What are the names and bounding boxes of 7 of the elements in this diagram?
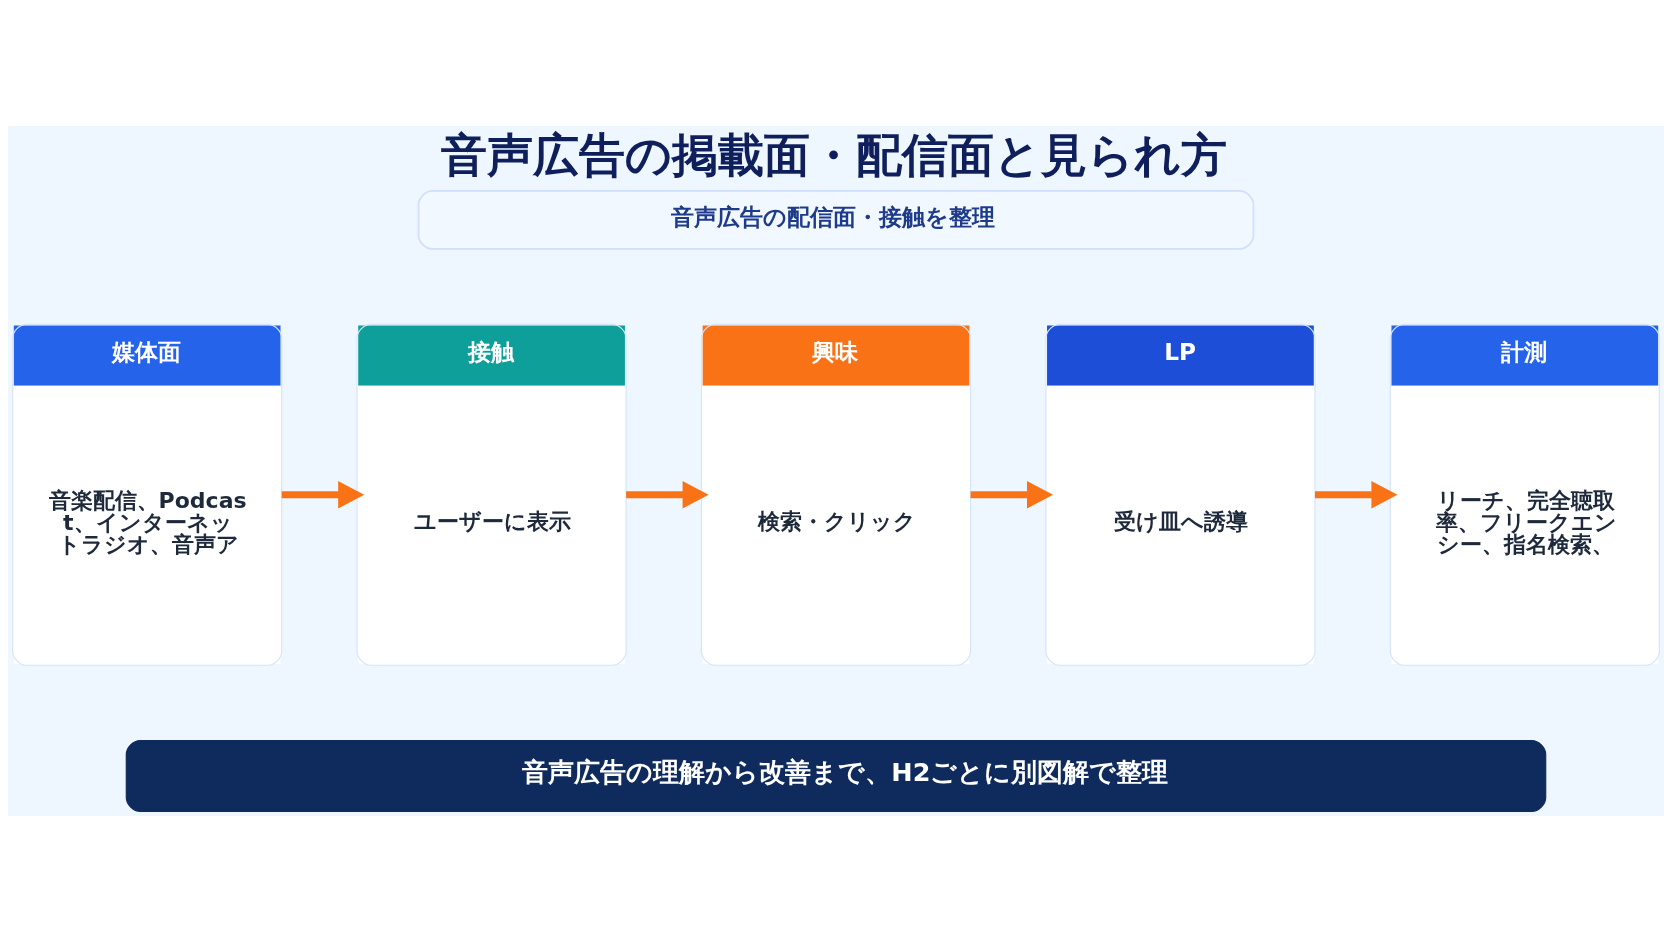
node-box: 音声広告の理解から改善まで、H2ごとに別図解で整理 — [125, 739, 1547, 812]
node-box: 音声広告の配信面・接触を整理 — [417, 189, 1255, 250]
arrow — [970, 480, 1054, 508]
arrow — [1314, 480, 1398, 508]
arrow — [281, 480, 365, 508]
arrow — [626, 480, 709, 508]
diagram-title: 音声広告の掲載面・配信面と見られ方 — [440, 127, 1227, 182]
